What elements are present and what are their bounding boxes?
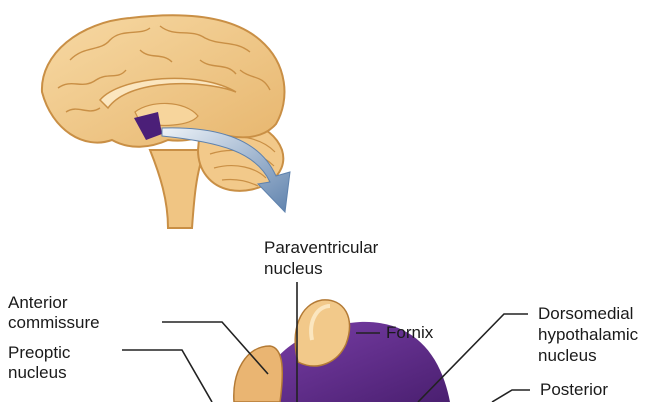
label-preoptic-line2: nucleus	[8, 363, 67, 382]
label-anterior-commissure-line2: commissure	[8, 313, 100, 332]
label-dorsomedial-line1: Dorsomedial	[538, 304, 633, 323]
zoomed-hypothalamus	[234, 300, 450, 402]
brainstem	[150, 150, 205, 228]
label-preoptic-line1: Preoptic	[8, 343, 70, 362]
preoptic-leader	[122, 350, 212, 402]
label-anterior-commissure-line1: Anterior	[8, 293, 68, 312]
posterior-leader	[492, 390, 530, 402]
anterior-commissure-shape	[234, 346, 282, 402]
label-fornix: Fornix	[386, 323, 433, 342]
label-dorsomedial-line3: nucleus	[538, 346, 597, 365]
label-paraventricular-line1: Paraventricular	[264, 238, 378, 257]
label-paraventricular-line2: nucleus	[264, 259, 323, 278]
label-posterior: Posterior	[540, 380, 608, 399]
brain-illustration	[42, 15, 285, 228]
label-dorsomedial-line2: hypothalamic	[538, 325, 638, 344]
